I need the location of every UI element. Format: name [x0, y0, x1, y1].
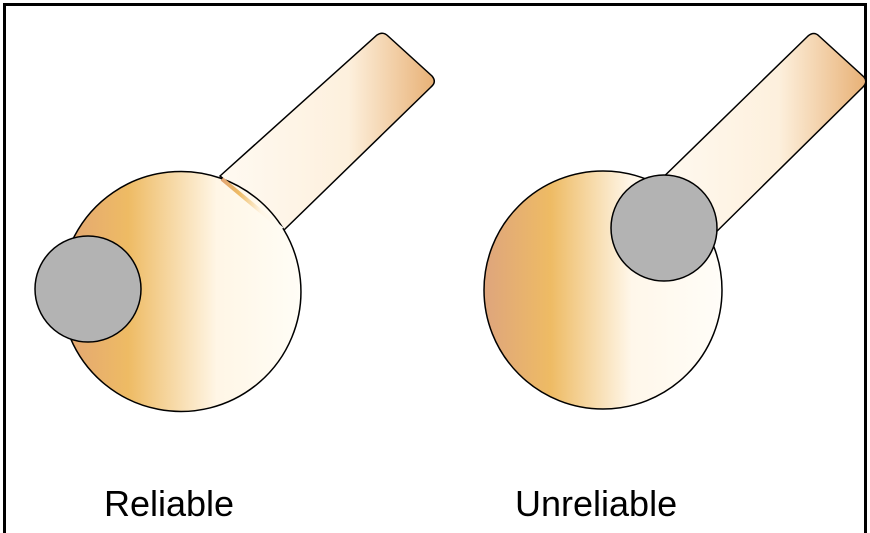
- unreliable-contact-circle: [611, 175, 717, 281]
- reliable-diagram: [35, 33, 434, 411]
- unreliable-diagram: [484, 34, 866, 410]
- unreliable-label: Unreliable: [515, 486, 677, 522]
- reliable-contact-circle: [35, 236, 141, 342]
- reliable-label: Reliable: [104, 486, 234, 522]
